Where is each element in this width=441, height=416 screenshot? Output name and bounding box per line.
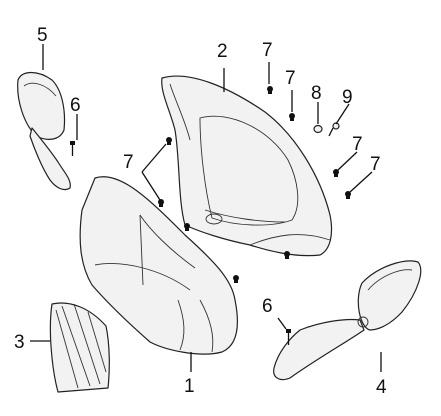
callout-2: 2	[217, 41, 228, 62]
callout-5: 5	[37, 25, 48, 46]
callout-7-left: 7	[123, 152, 134, 173]
nut-8	[313, 124, 323, 134]
screw-icon	[289, 113, 295, 121]
screw-icon	[345, 191, 351, 199]
callout-1: 1	[184, 376, 195, 397]
part-4-right-mirror	[273, 260, 422, 381]
screw-icon	[233, 275, 239, 283]
callout-7-top: 7	[262, 40, 273, 61]
callout-7-upper: 7	[285, 68, 296, 89]
screw-group-7	[158, 86, 351, 283]
part-2-headlight-housing	[161, 75, 333, 257]
callout-3: 3	[14, 332, 25, 353]
callout-6-right: 6	[262, 296, 273, 317]
part-5-left-mirror	[17, 71, 71, 191]
part-3-reflector	[49, 302, 110, 393]
callout-7-right-lower: 7	[370, 154, 381, 175]
leader-lines	[30, 44, 382, 372]
callout-4: 4	[376, 377, 387, 398]
screw-icon	[158, 199, 164, 207]
screw-icon	[284, 251, 290, 259]
callout-8: 8	[311, 83, 322, 104]
bolt-6-left	[70, 141, 75, 156]
screw-icon	[166, 137, 172, 145]
callouts: 1 2 3 4 5 6 6 7 7 7 7 7 8 9	[14, 25, 387, 398]
part-1-front-cover	[79, 176, 238, 355]
bolt-6-right	[286, 329, 291, 345]
callout-7-right-upper: 7	[352, 134, 363, 155]
bolt-9	[328, 122, 340, 137]
screw-icon	[184, 223, 190, 231]
screw-icon	[333, 169, 339, 177]
callout-6-left: 6	[70, 95, 81, 116]
callout-9: 9	[342, 87, 353, 108]
screw-icon	[267, 86, 273, 94]
